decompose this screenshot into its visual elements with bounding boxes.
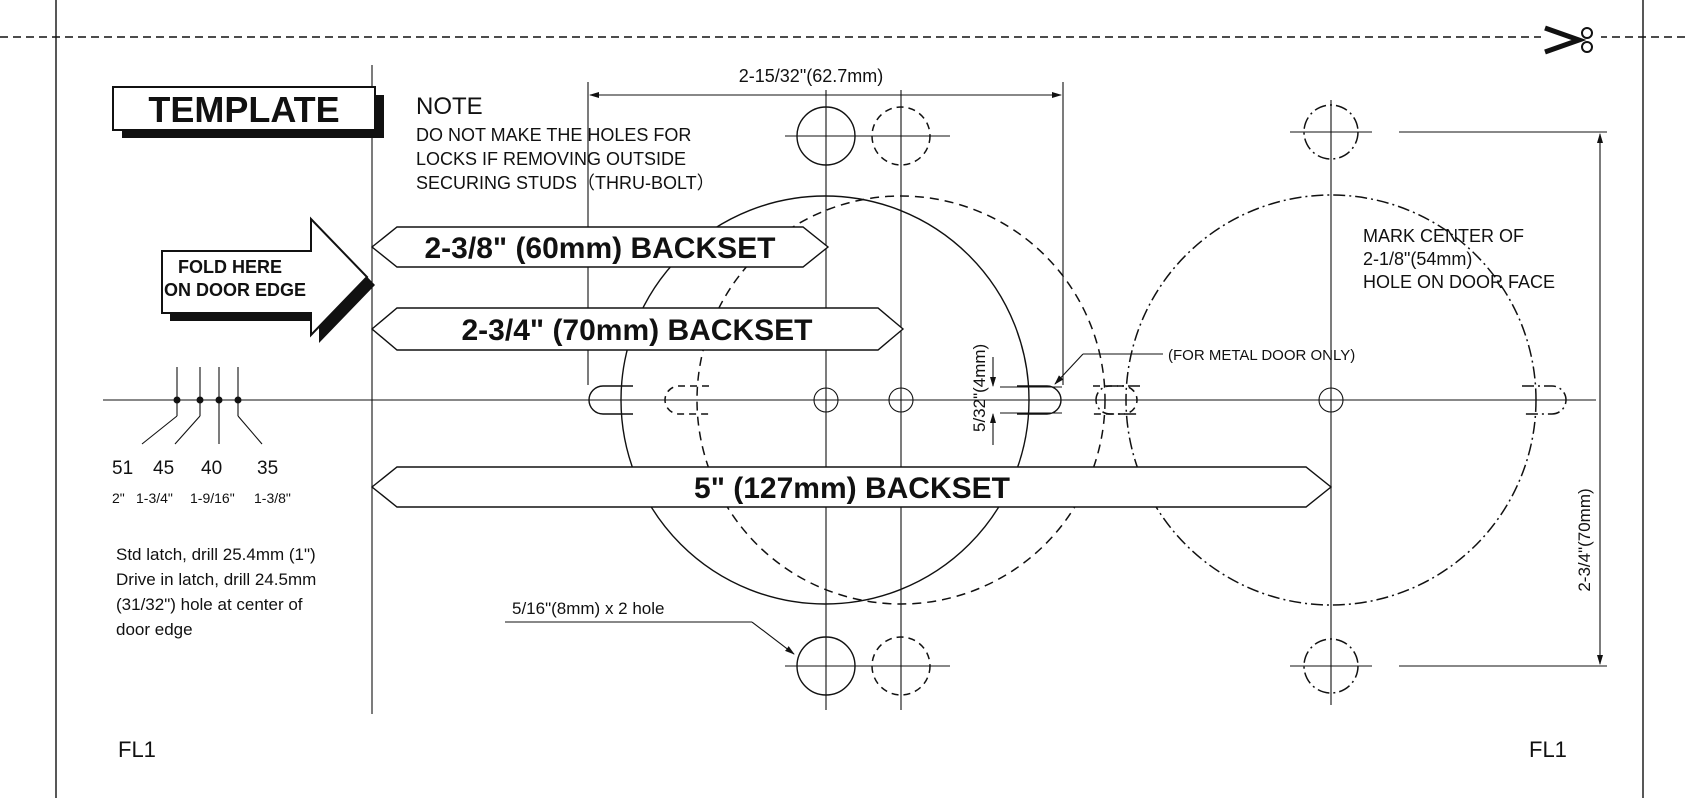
backset-70-label: 2-3/4" (70mm) BACKSET (462, 314, 813, 347)
backset-127-banner: 5" (127mm) BACKSET (370, 466, 1333, 508)
bolt-hole-callout: 5/16"(8mm) x 2 hole (505, 599, 795, 655)
thickness-mm: 40 (201, 458, 222, 479)
backset-70-banner: 2-3/4" (70mm) BACKSET (370, 307, 905, 351)
fold-arrow: FOLD HERE ON DOOR EDGE (161, 216, 375, 343)
backset-127-label: 5" (127mm) BACKSET (694, 472, 1010, 505)
backset-60-label: 2-3/8" (60mm) BACKSET (425, 232, 776, 265)
slot-notch-left-127 (1095, 385, 1140, 415)
thickness-mm: 35 (257, 458, 278, 479)
note-block: NOTE DO NOT MAKE THE HOLES FOR LOCKS IF … (416, 93, 715, 193)
mark-center-line: HOLE ON DOOR FACE (1363, 272, 1555, 292)
template-title: TEMPLATE (148, 89, 339, 130)
slot-notch-left-70 (664, 385, 709, 415)
thickness-inch: 1-3/4" (136, 490, 173, 506)
latch-note-line: Std latch, drill 25.4mm (1") (116, 545, 316, 564)
thickness-mm: 45 (153, 458, 174, 479)
bolt-hole-label: 5/16"(8mm) x 2 hole (512, 599, 665, 618)
slot-height-dimension: 5/32"(4mm) (970, 344, 1062, 445)
sheet-border (55, 0, 1644, 798)
vertical-spacing-dimension: 2-3/4"(70mm) (1399, 131, 1607, 667)
door-thickness-gauge: 51 45 40 35 2" 1-3/4" 1-9/16" 1-3/8" (112, 367, 291, 506)
thickness-inch: 2" (112, 490, 125, 506)
slot-height-label: 5/32"(4mm) (970, 344, 989, 432)
note-heading: NOTE (416, 93, 483, 120)
thickness-inch: 1-9/16" (190, 490, 235, 506)
latch-note: Std latch, drill 25.4mm (1") Drive in la… (116, 545, 316, 639)
note-line: SECURING STUDS（THRU-BOLT） (416, 173, 715, 193)
metal-door-callout: (FOR METAL DOOR ONLY) (1054, 347, 1355, 385)
mark-center-line: 2-1/8"(54mm) (1363, 249, 1472, 269)
mark-center-line: MARK CENTER OF (1363, 226, 1524, 246)
template-title-box: TEMPLATE (112, 86, 384, 138)
vertical-spacing-label: 2-3/4"(70mm) (1575, 488, 1594, 591)
footer-left-code: FL1 (118, 737, 156, 762)
latch-note-line: door edge (116, 620, 193, 639)
note-line: DO NOT MAKE THE HOLES FOR (416, 125, 691, 145)
footer-right-code: FL1 (1529, 737, 1567, 762)
note-line: LOCKS IF REMOVING OUTSIDE (416, 149, 686, 169)
backset-60-banner: 2-3/8" (60mm) BACKSET (370, 226, 830, 268)
latch-note-line: (31/32") hole at center of (116, 595, 303, 614)
fold-arrow-line2: ON DOOR EDGE (164, 280, 306, 300)
slot-notch-right-70 (1093, 385, 1138, 415)
thickness-mm: 51 (112, 458, 133, 479)
metal-door-label: (FOR METAL DOOR ONLY) (1168, 347, 1355, 364)
bolt-holes (785, 104, 1372, 696)
face-hole-circle-127 (1125, 194, 1537, 606)
mark-center-note: MARK CENTER OF 2-1/8"(54mm) HOLE ON DOOR… (1363, 226, 1555, 292)
face-hole-circle-60 (620, 195, 1030, 605)
slot-notch-right-127 (1522, 385, 1567, 415)
thickness-inch: 1-3/8" (254, 490, 291, 506)
fold-arrow-line1: FOLD HERE (178, 257, 282, 277)
latch-note-line: Drive in latch, drill 24.5mm (116, 570, 316, 589)
scissors-icon[interactable] (1544, 25, 1593, 55)
slot-notch-left-60 (588, 385, 633, 415)
top-spacing-label: 2-15/32"(62.7mm) (739, 66, 883, 86)
